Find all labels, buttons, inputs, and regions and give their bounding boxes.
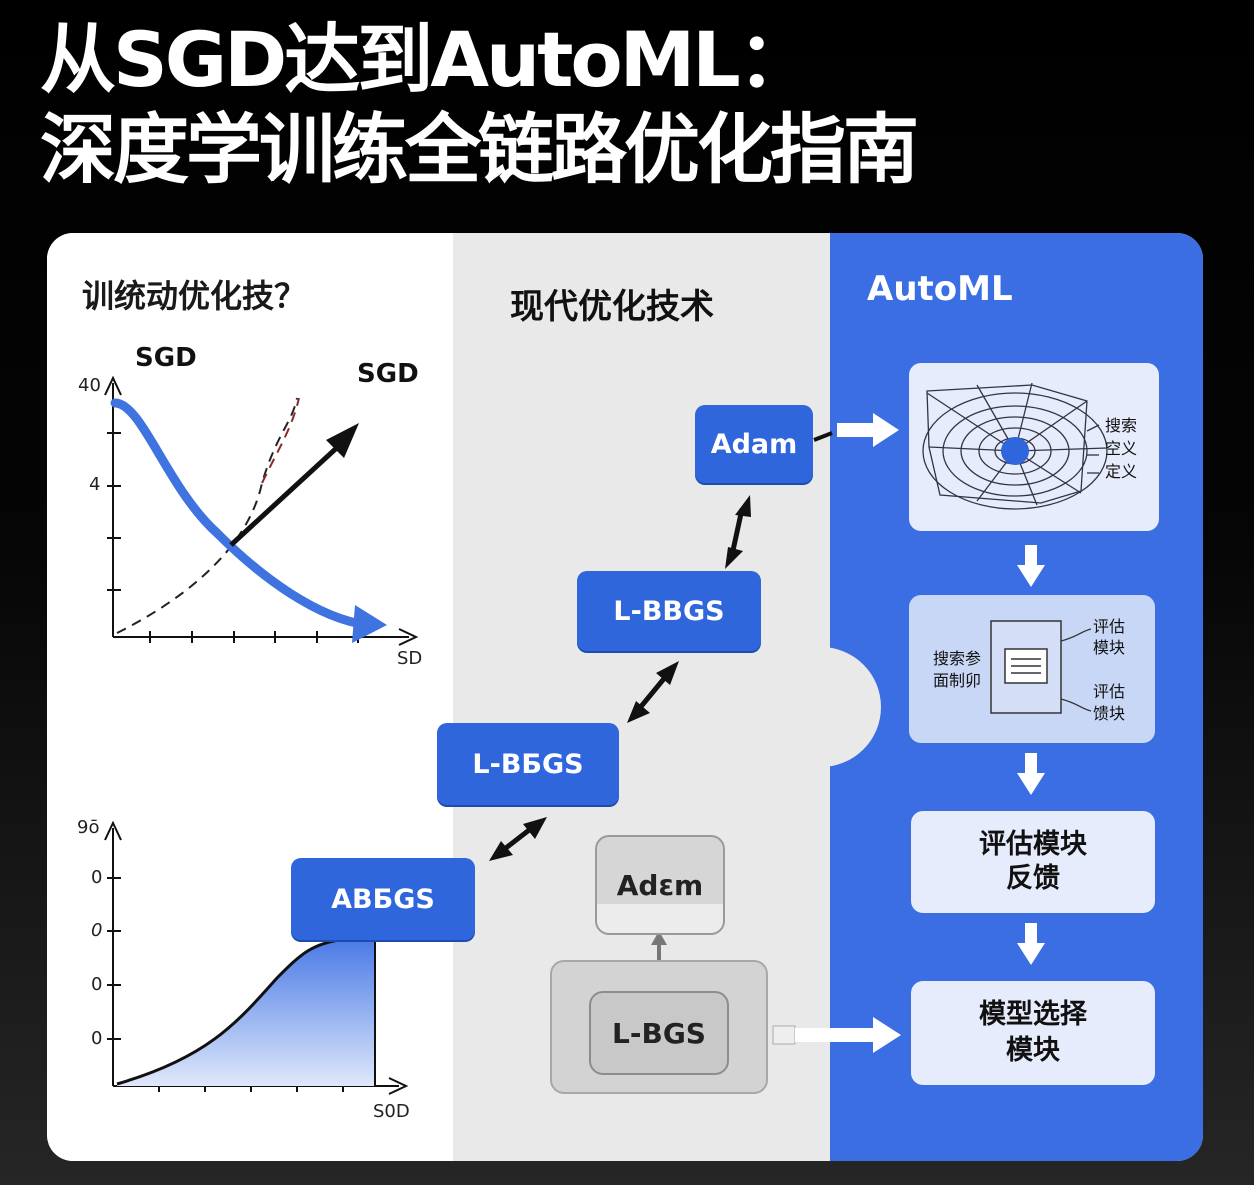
box2-right-top-label: 评估 bbox=[1093, 617, 1126, 636]
chart2-curve bbox=[116, 937, 348, 1086]
left-heading: 训统动优化技？ bbox=[82, 277, 307, 315]
right-heading: AutoML bbox=[867, 269, 1013, 309]
document-icon bbox=[990, 620, 1092, 714]
box2-right-bottom-label: 评估 bbox=[1093, 682, 1126, 701]
diagram-art bbox=[104, 363, 1159, 1095]
web-center-dot bbox=[1001, 437, 1029, 465]
gray-node-adam: Adεm bbox=[595, 835, 725, 935]
node-l-bbgs-1: L-BBGS bbox=[577, 571, 761, 651]
chart2-ytick: 0 bbox=[91, 867, 103, 888]
box3-line1: 评估模块 bbox=[979, 829, 1087, 861]
box2-right-bottom-label: 馈块 bbox=[1093, 704, 1126, 723]
middle-connectors bbox=[489, 431, 833, 861]
title-line-1: 从SGD达到AutoML： bbox=[40, 15, 814, 104]
chart1-title-left: SGD bbox=[135, 343, 197, 373]
chart1-ytick: 40 bbox=[78, 375, 101, 396]
chart2-ytick: 9ō bbox=[77, 817, 100, 838]
chart1-blue-curve bbox=[110, 398, 372, 630]
diagram-card: 训统动优化技？ SGD SGD 40 4 SD 9ō 0 0 0 0 S0D 现… bbox=[47, 233, 1203, 1161]
right-box4 bbox=[911, 981, 1155, 1085]
box2-left-label: 搜索参 bbox=[933, 649, 982, 668]
middle-heading: 现代优化技术 bbox=[510, 287, 714, 327]
chart2-xlabel: S0D bbox=[373, 1101, 410, 1122]
box4-line2: 模块 bbox=[1006, 1035, 1060, 1067]
chart1-title-right: SGD bbox=[357, 359, 419, 389]
chart1-blue-arrowhead bbox=[352, 605, 387, 643]
title-line-2: 深度学训练全链路优化指南 bbox=[40, 105, 919, 194]
chart1-black-arrow bbox=[229, 441, 344, 547]
box1-label: 空义 bbox=[1105, 439, 1138, 458]
right-arrows bbox=[772, 413, 1045, 1053]
chart1-black-arrowhead bbox=[326, 423, 359, 458]
chart1-axes bbox=[104, 375, 419, 646]
node-abbgs: ABБGS bbox=[291, 858, 475, 940]
box2-right-top-label: 模块 bbox=[1093, 638, 1126, 657]
right-box3 bbox=[911, 811, 1155, 913]
chart1-dashed-curve bbox=[116, 397, 298, 634]
node-l-bbgs-2: L-BБGS bbox=[437, 723, 619, 805]
node-adam: Adam bbox=[695, 405, 813, 483]
chart2-ytick: 0 bbox=[91, 974, 103, 995]
box1-label: 定义 bbox=[1105, 462, 1138, 481]
gray-node-l-bgs: L-BGS bbox=[589, 991, 729, 1075]
chart2-ytick: 0 bbox=[91, 1028, 103, 1049]
box1-label: 搜索 bbox=[1105, 416, 1138, 435]
chart1-xlabel: SD bbox=[397, 648, 423, 669]
box2-left-label: 面制卯 bbox=[933, 671, 982, 690]
box4-line1: 模型选择 bbox=[979, 999, 1087, 1031]
chart2-ytick: 0 bbox=[91, 920, 103, 941]
chart1-ytick: 4 bbox=[89, 474, 101, 495]
box3-line2: 反馈 bbox=[1006, 863, 1060, 895]
